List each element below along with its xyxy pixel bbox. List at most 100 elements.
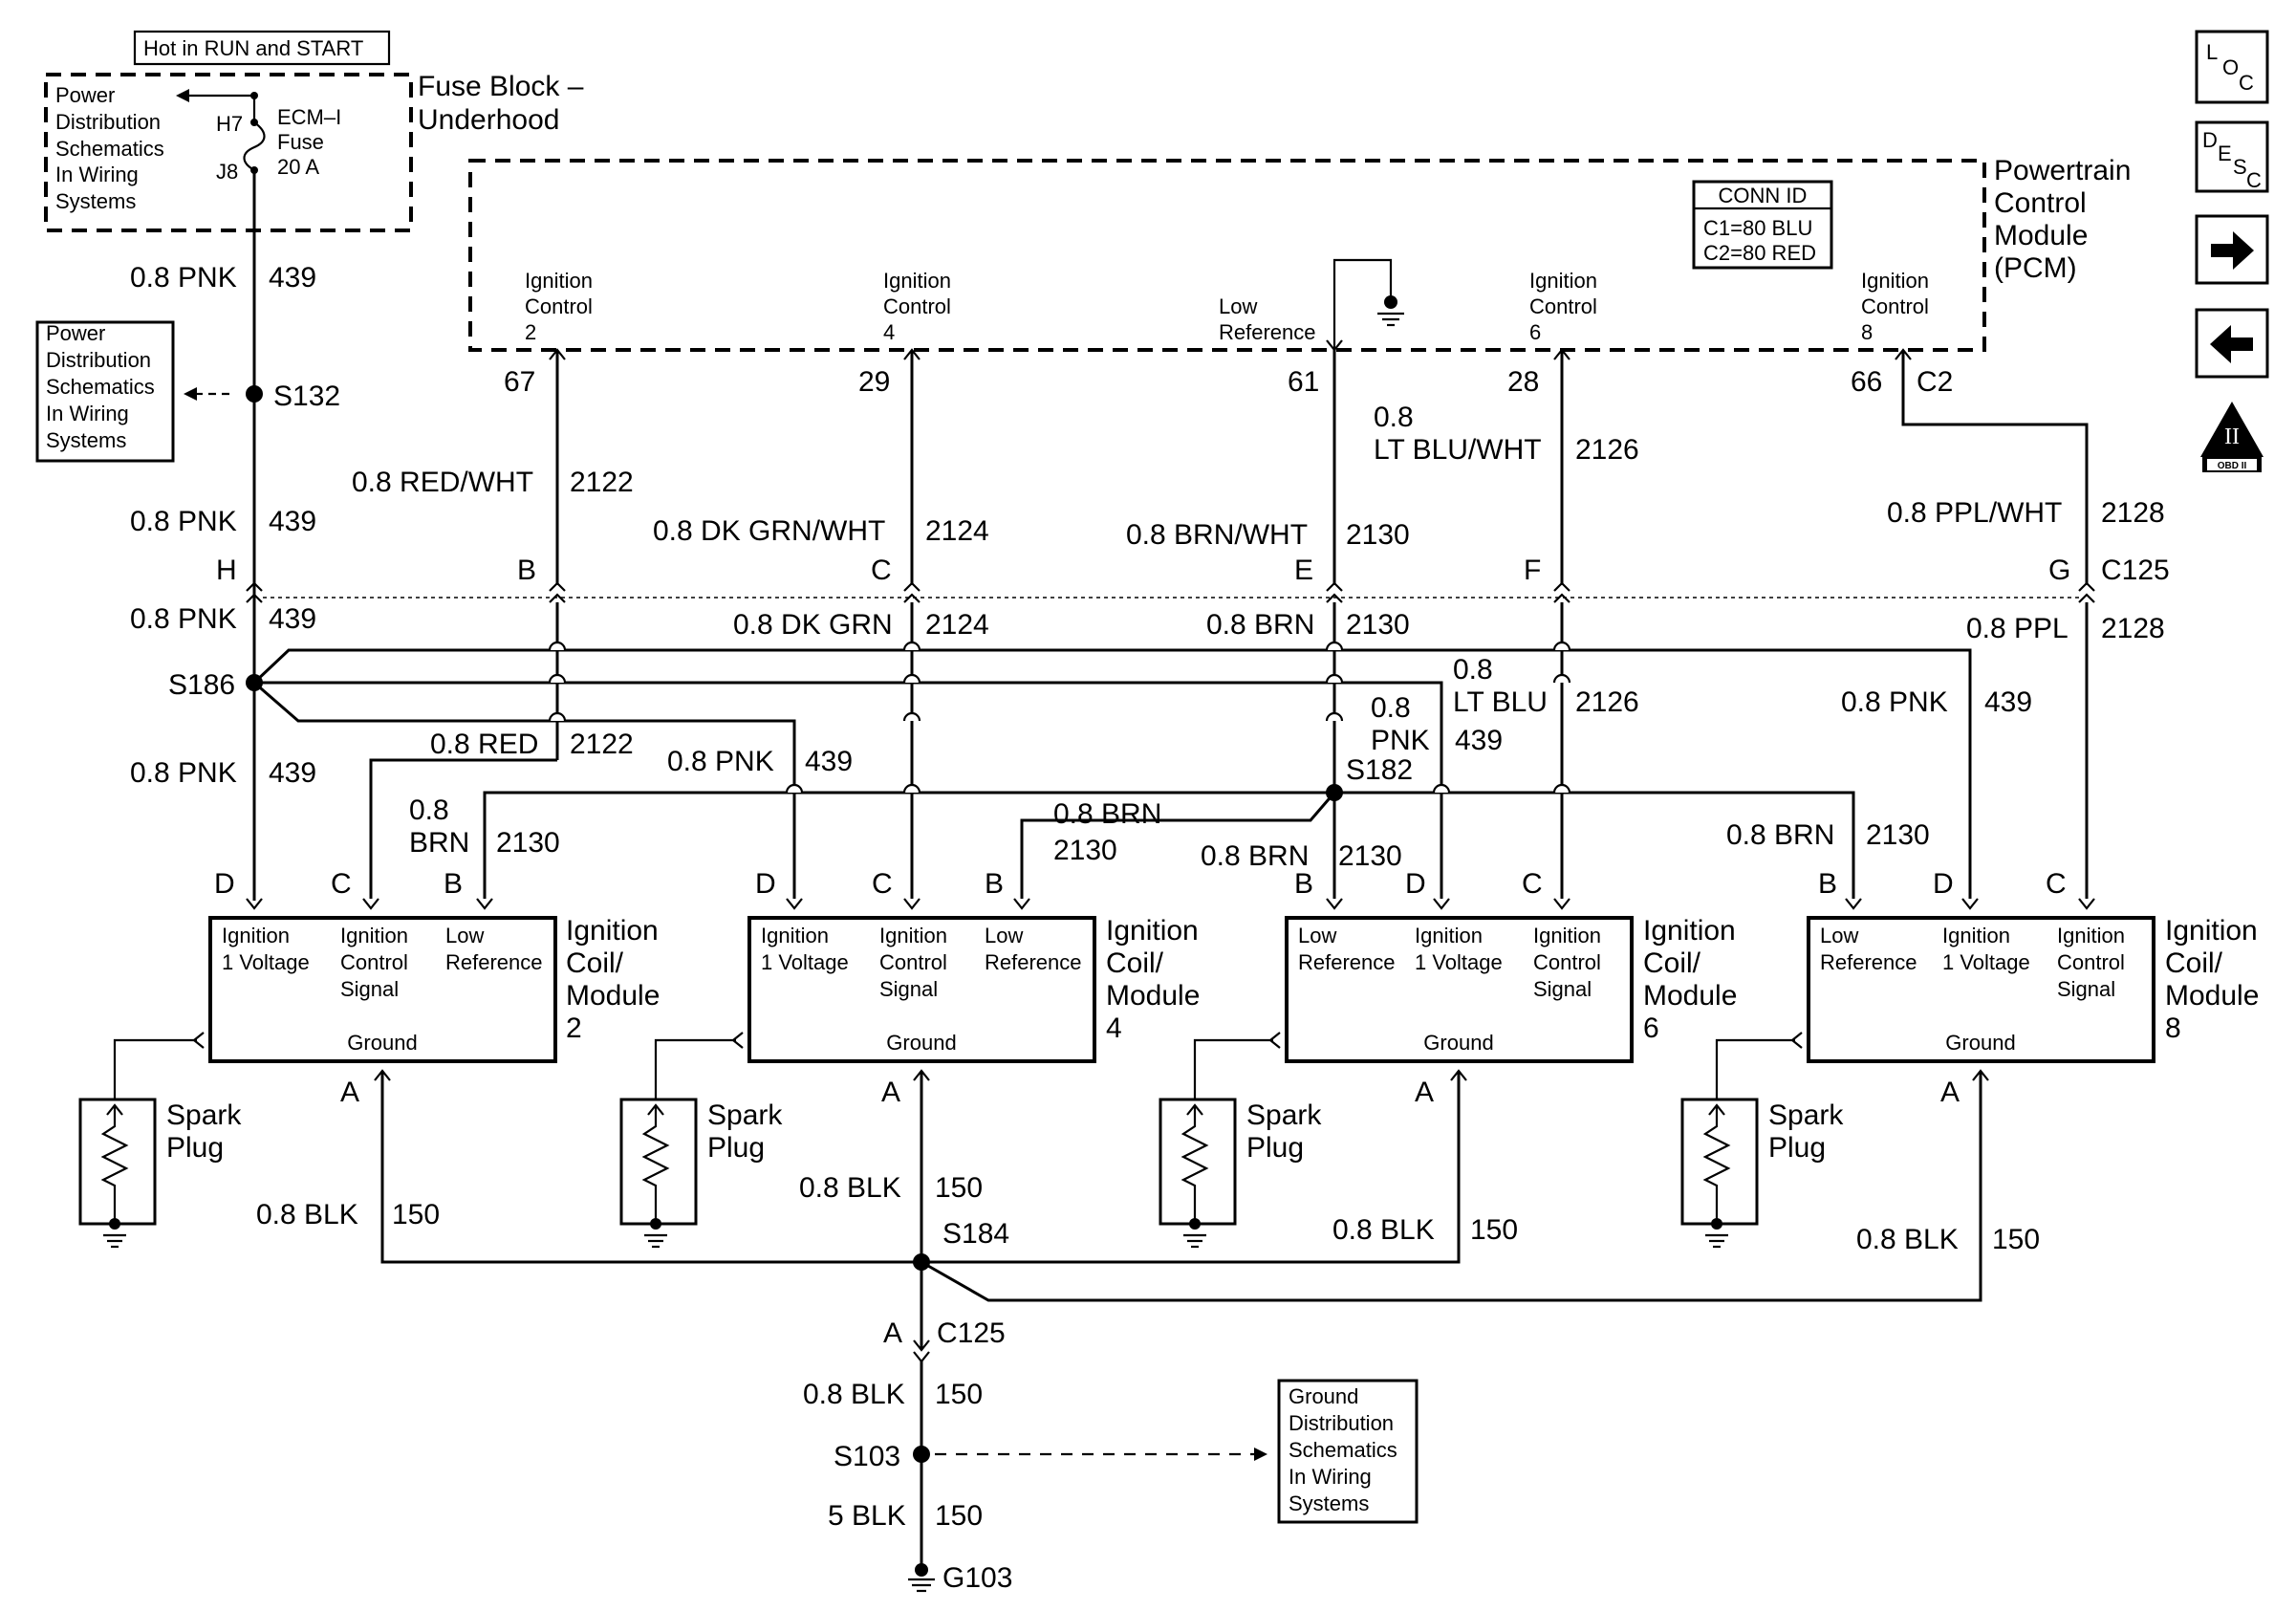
arrow-right-icon bbox=[1254, 1448, 1267, 1461]
resistor-icon bbox=[1702, 1107, 1731, 1224]
spark-plug-label: Spark bbox=[1768, 1099, 1844, 1131]
coil-pin: C bbox=[872, 868, 893, 900]
circuit-number: 2124 bbox=[925, 515, 989, 547]
next-page-button[interactable] bbox=[2195, 214, 2269, 285]
spark-plug-label: Plug bbox=[1768, 1132, 1826, 1164]
circuit-number: 2128 bbox=[2101, 613, 2165, 644]
pcm-title: Module bbox=[1994, 220, 2088, 251]
coil-title: 2 bbox=[566, 1012, 582, 1044]
coil-pin: D bbox=[1405, 868, 1426, 900]
power-ref-line: In Wiring bbox=[46, 402, 129, 425]
fuse-pin-h7: H7 bbox=[216, 112, 243, 136]
circuit-number: 150 bbox=[935, 1379, 983, 1410]
desc-letter: D bbox=[2202, 128, 2218, 152]
coil-terminal-label: Ignition bbox=[340, 924, 408, 947]
coil-terminal-label: Ignition bbox=[222, 924, 290, 947]
power-ref-line: Systems bbox=[55, 189, 136, 213]
coil-terminal-label: Reference bbox=[985, 950, 1082, 974]
coil-pin: A bbox=[1415, 1077, 1434, 1108]
pcm-title: Powertrain bbox=[1994, 155, 2131, 186]
circuit-number: 2130 bbox=[1053, 835, 1117, 866]
spark-plug-2: Spark Plug bbox=[78, 1032, 242, 1249]
wire-crossovers bbox=[548, 641, 1571, 794]
c125-pin: E bbox=[1294, 555, 1313, 586]
spark-plug-label: Plug bbox=[166, 1132, 224, 1164]
circuit-number: 439 bbox=[269, 506, 316, 537]
coil-title: Coil/ bbox=[2165, 947, 2223, 979]
coil-title: Coil/ bbox=[566, 947, 624, 979]
fuse-pin-j8: J8 bbox=[216, 160, 238, 184]
coil-pin: B bbox=[444, 868, 463, 900]
previous-page-button[interactable] bbox=[2195, 308, 2269, 379]
splice-s184 bbox=[913, 1253, 930, 1271]
pcm-pin-label: 4 bbox=[883, 320, 895, 344]
hot-note: Hot in RUN and START bbox=[143, 36, 363, 60]
wire-color-label: 0.8 PNK bbox=[1841, 686, 1948, 718]
wire-color-label: 0.8 PNK bbox=[130, 603, 237, 635]
power-ref-line: In Wiring bbox=[55, 163, 139, 186]
obd-ii-button[interactable]: II OBD II bbox=[2200, 402, 2264, 472]
coil-terminal-label: Control bbox=[879, 950, 947, 974]
coil-title: 4 bbox=[1106, 1012, 1122, 1044]
coil-terminal-label: Ignition bbox=[1942, 924, 2010, 947]
coil-terminal-label: Low bbox=[1820, 924, 1858, 947]
circuit-number: 150 bbox=[935, 1500, 983, 1532]
wire-color-label: 0.8 bbox=[409, 795, 449, 826]
description-button[interactable]: D E S C bbox=[2195, 120, 2269, 193]
coil-input-arrows bbox=[246, 898, 2095, 910]
circuit-number: 2130 bbox=[1866, 819, 1930, 851]
wire-color-label: 0.8 PPL bbox=[1966, 613, 2069, 644]
spark-plug-6: Spark Plug bbox=[1159, 1032, 1322, 1249]
location-button[interactable]: L O C bbox=[2195, 30, 2269, 104]
coil-title: Module bbox=[2165, 980, 2259, 1012]
circuit-number: 2124 bbox=[925, 609, 989, 641]
fuse-name: ECM–I bbox=[277, 105, 341, 129]
power-ref-line: Schematics bbox=[55, 137, 164, 161]
coil-terminal-label: Control bbox=[2057, 950, 2125, 974]
spark-plug-label: Spark bbox=[1246, 1099, 1322, 1131]
coil-terminal-label: Signal bbox=[1533, 977, 1592, 1001]
wire-color-label: LT BLU bbox=[1453, 686, 1548, 718]
wire-2130-coil4 bbox=[1020, 792, 1336, 899]
pcm-title: (PCM) bbox=[1994, 252, 2077, 284]
wire-color-label: BRN bbox=[409, 827, 469, 859]
spark-plug-label: Plug bbox=[1246, 1132, 1304, 1164]
coil-terminal-label: 1 Voltage bbox=[222, 950, 310, 974]
ground-label: G103 bbox=[942, 1562, 1012, 1594]
coil-pin: D bbox=[1933, 868, 1954, 900]
coil-pin: B bbox=[1818, 868, 1837, 900]
circuit-number: 2128 bbox=[2101, 497, 2165, 529]
fuse-rating: 20 A bbox=[277, 155, 319, 179]
coil-pin: A bbox=[881, 1077, 900, 1108]
circuit-number: 2130 bbox=[1346, 609, 1410, 641]
coil-terminal-label: 1 Voltage bbox=[1942, 950, 2030, 974]
connector-chevron-icon bbox=[913, 1339, 930, 1352]
pin-number: 67 bbox=[504, 366, 535, 398]
c125-pin: G bbox=[2048, 555, 2070, 586]
coil-title: 8 bbox=[2165, 1012, 2181, 1044]
wire-color-label: 0.8 BLK bbox=[1856, 1224, 1959, 1255]
wire-color-label: 0.8 bbox=[1453, 654, 1493, 686]
coil-pin: C bbox=[1522, 868, 1543, 900]
conn-id-title: CONN ID bbox=[1719, 184, 1808, 207]
coil-terminal-label: Low bbox=[1298, 924, 1336, 947]
ground-ref-line: Systems bbox=[1289, 1491, 1369, 1515]
coil-pin: A bbox=[1940, 1077, 1960, 1108]
coil-pin: D bbox=[755, 868, 776, 900]
wire-color-label: 0.8 BLK bbox=[256, 1199, 358, 1230]
pcm-pin-label: 6 bbox=[1529, 320, 1541, 344]
coil-terminal-label: Reference bbox=[1820, 950, 1917, 974]
c125-pin: B bbox=[517, 555, 536, 586]
coil-terminal-label: Reference bbox=[1298, 950, 1396, 974]
pcm-internal-ground bbox=[1332, 258, 1393, 350]
wire-150-coil8 bbox=[921, 1071, 1982, 1302]
wire-color-label: 0.8 BLK bbox=[1332, 1214, 1435, 1246]
power-ref-line: Power bbox=[55, 83, 115, 107]
coil-terminal-label: Signal bbox=[879, 977, 938, 1001]
pcm-title: Control bbox=[1994, 187, 2087, 219]
coil-terminal-label: Ignition bbox=[1533, 924, 1601, 947]
loc-letter: L bbox=[2206, 40, 2218, 64]
wire-color-label: 0.8 PPL/WHT bbox=[1887, 497, 2062, 529]
resistor-icon bbox=[100, 1107, 129, 1224]
